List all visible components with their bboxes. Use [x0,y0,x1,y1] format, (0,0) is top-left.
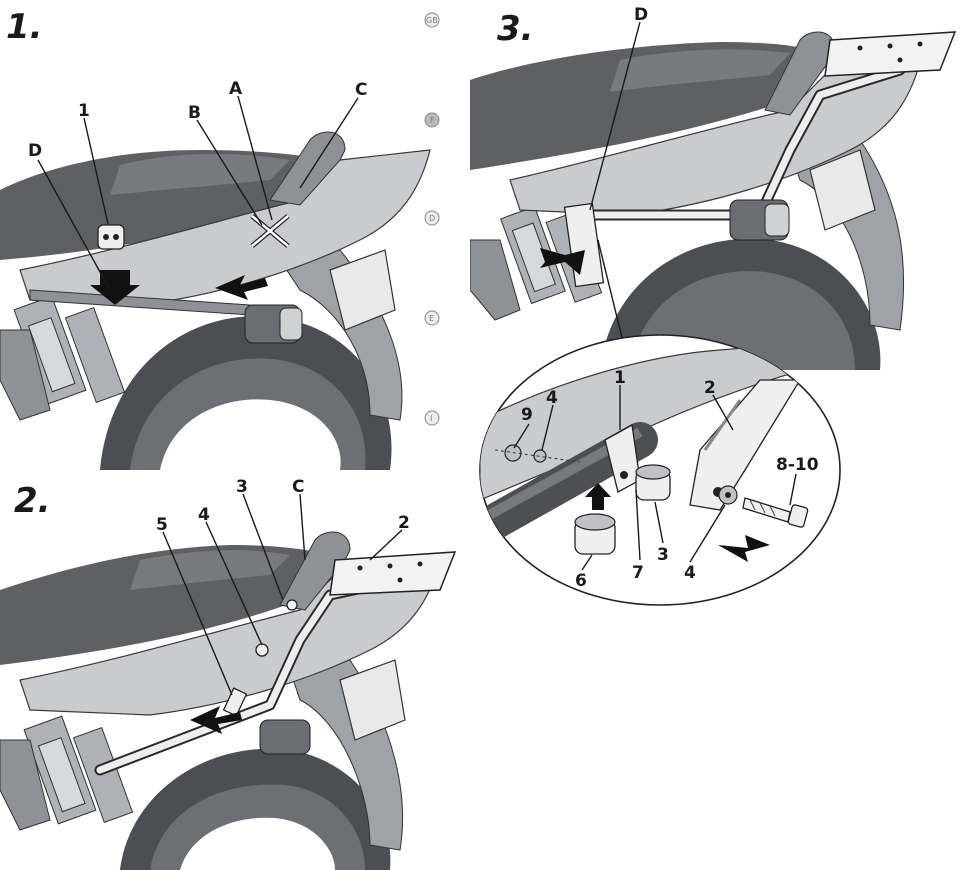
step-1-illustration [0,131,431,470]
detail-label-2: 2 [704,378,716,398]
step-1-number: 1. [6,7,43,47]
step-2-illustration [0,531,457,870]
step-1-label-A: A [229,79,243,99]
step-2-label-4: 4 [198,505,210,525]
detail-label-4-top: 4 [546,388,558,408]
step-1-label-B: B [188,103,201,123]
detail-label-1: 1 [614,368,626,388]
step-2-label-C: C [292,477,304,497]
language-icon-e: E [424,310,440,326]
step-3-panel: 3. [470,5,957,370]
detail-label-7: 7 [632,563,644,583]
svg-text:GB: GB [426,16,438,25]
step-2-label-3: 3 [236,477,248,497]
svg-text:I: I [430,414,432,423]
step-3-illustration [470,31,957,370]
detail-label-4-bottom: 4 [684,563,696,583]
step-2-label-2: 2 [398,513,410,533]
step-2-label-5: 5 [156,515,168,535]
step-3-detail-view: 1 2 9 4 8-10 3 7 4 6 [479,334,841,606]
step-1-panel: 1. [0,7,431,470]
language-icon-f: F [424,112,440,128]
step-2-number: 2. [14,481,51,521]
detail-label-8-10: 8-10 [776,455,819,475]
svg-text:D: D [429,214,435,223]
language-icon-i: I [424,410,440,426]
step-1-label-D: D [28,141,42,161]
step-3-number: 3. [497,9,534,49]
language-icon-gb: GB [424,12,440,28]
language-icons: GB F D E I [424,12,440,426]
step-1-label-1: 1 [78,101,90,121]
svg-text:F: F [430,116,435,125]
step-1-label-C: C [355,80,367,100]
language-icon-d: D [424,210,440,226]
step-2-panel: 2. [0,477,457,870]
svg-text:E: E [429,314,434,323]
detail-label-6: 6 [575,571,587,591]
detail-label-9: 9 [521,405,533,425]
detail-label-3: 3 [657,545,669,565]
step-3-label-D: D [634,5,648,25]
